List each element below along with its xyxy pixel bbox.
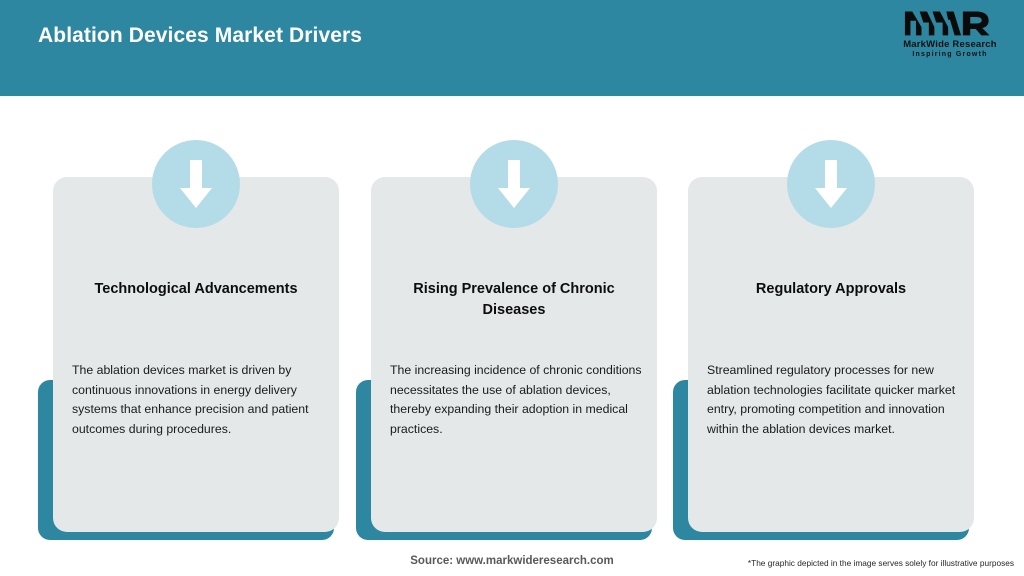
card-title: Technological Advancements xyxy=(94,281,298,297)
card-title: Rising Prevalence of Chronic Diseases xyxy=(413,281,615,318)
arrow-down-icon xyxy=(787,140,875,228)
card-surface: Regulatory Approvals Streamlined regulat… xyxy=(688,177,974,532)
driver-card-2[interactable]: Rising Prevalence of Chronic Diseases Th… xyxy=(356,140,657,540)
arrow-down-glyph xyxy=(180,160,212,208)
card-title: Regulatory Approvals xyxy=(755,281,907,297)
card-body-text: The ablation devices market is driven by… xyxy=(72,363,309,436)
arrow-down-icon xyxy=(152,140,240,228)
arrow-down-glyph xyxy=(815,160,847,208)
card-surface: Technological Advancements The ablation … xyxy=(53,177,339,532)
card-body-text: The increasing incidence of chronic cond… xyxy=(390,363,642,436)
card-body-text: Streamlined regulatory processes for new… xyxy=(707,363,956,436)
mwr-monogram-icon xyxy=(904,11,990,36)
logo-tagline: Inspiring Growth xyxy=(912,51,988,58)
arrow-down-glyph xyxy=(498,160,530,208)
logo-company-name: MarkWide Research xyxy=(903,39,997,50)
card-surface: Rising Prevalence of Chronic Diseases Th… xyxy=(371,177,657,532)
source-label: Source: www.markwideresearch.com xyxy=(410,555,614,567)
brand-logo: MarkWide Research Inspiring Growth xyxy=(890,8,1010,62)
page-title: Ablation Devices Market Drivers xyxy=(38,24,363,47)
disclaimer-note: *The graphic depicted in the image serve… xyxy=(747,558,1014,568)
driver-card-3[interactable]: Regulatory Approvals Streamlined regulat… xyxy=(673,140,974,540)
header-bar: Ablation Devices Market Drivers MarkWide… xyxy=(0,0,1024,96)
arrow-down-icon xyxy=(470,140,558,228)
driver-card-1[interactable]: Technological Advancements The ablation … xyxy=(38,140,339,540)
